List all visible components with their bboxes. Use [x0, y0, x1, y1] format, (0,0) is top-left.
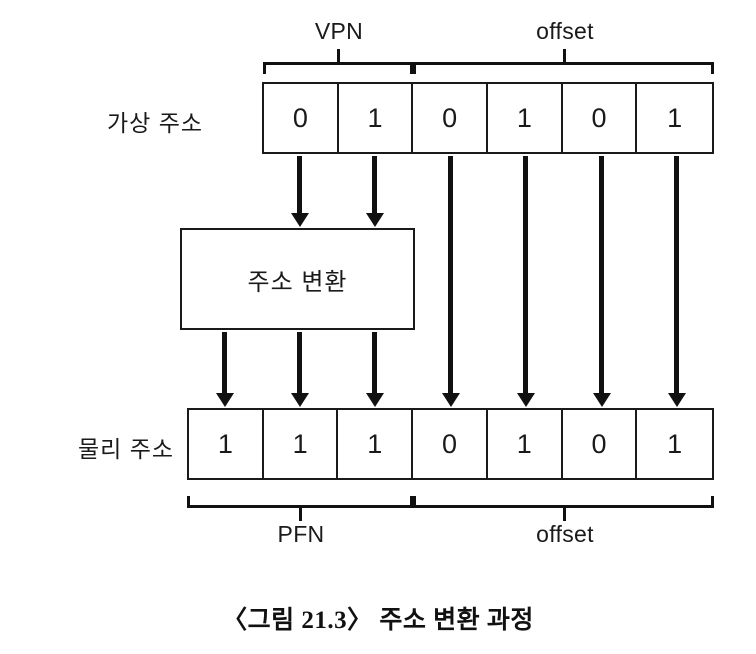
virtual-bit-cell: 1	[488, 84, 563, 152]
arrow-translation-to-pfn-bit-1	[297, 332, 302, 394]
field-label-pfn: PFN	[277, 521, 325, 547]
physical-bit-cell: 0	[562, 410, 638, 478]
physical-bit-cell: 1	[338, 410, 414, 478]
physical-address-row: 1 1 1 0 1 0 1	[187, 408, 714, 480]
brace-tick-virtual-offset	[563, 49, 566, 62]
arrow-translation-to-pfn-bit-2	[372, 332, 377, 394]
virtual-bit-cell: 1	[338, 84, 414, 152]
arrow-vpn-bit-1-to-translation	[372, 156, 377, 214]
brace-vpn	[263, 62, 413, 74]
brace-physical-offset	[413, 496, 714, 508]
virtual-address-label: 가상 주소	[107, 110, 204, 136]
virtual-bit-cell: 1	[637, 84, 713, 152]
arrow-offset-bit-1-passthrough	[523, 156, 528, 394]
virtual-address-row: 0 1 0 1 0 1	[262, 82, 714, 154]
brace-tick-pfn	[299, 508, 302, 521]
arrow-offset-bit-0-passthrough	[448, 156, 453, 394]
virtual-bit-cell: 0	[264, 84, 339, 152]
arrow-translation-to-pfn-bit-0	[222, 332, 227, 394]
brace-tick-physical-offset	[563, 508, 566, 521]
field-label-vpn: VPN	[314, 18, 364, 44]
virtual-bit-cell: 0	[562, 84, 638, 152]
brace-pfn	[187, 496, 413, 508]
physical-bit-cell: 1	[637, 410, 713, 478]
figure-caption: 〈그림 21.3〉 주소 변환 과정	[222, 607, 534, 634]
physical-bit-cell: 1	[189, 410, 264, 478]
virtual-bit-cell: 0	[413, 84, 489, 152]
address-translation-box: 주소 변환	[180, 228, 415, 330]
address-translation-box-label: 주소 변환	[247, 268, 348, 296]
brace-virtual-offset	[413, 62, 714, 74]
physical-address-label: 물리 주소	[78, 436, 175, 462]
field-label-physical-offset: offset	[536, 521, 594, 547]
arrow-offset-bit-3-passthrough	[674, 156, 679, 394]
arrow-offset-bit-2-passthrough	[599, 156, 604, 394]
arrow-vpn-bit-0-to-translation	[297, 156, 302, 214]
field-label-virtual-offset: offset	[536, 18, 594, 44]
physical-bit-cell: 1	[263, 410, 339, 478]
physical-bit-cell: 1	[487, 410, 563, 478]
physical-bit-cell: 0	[413, 410, 488, 478]
brace-tick-vpn	[337, 49, 340, 62]
